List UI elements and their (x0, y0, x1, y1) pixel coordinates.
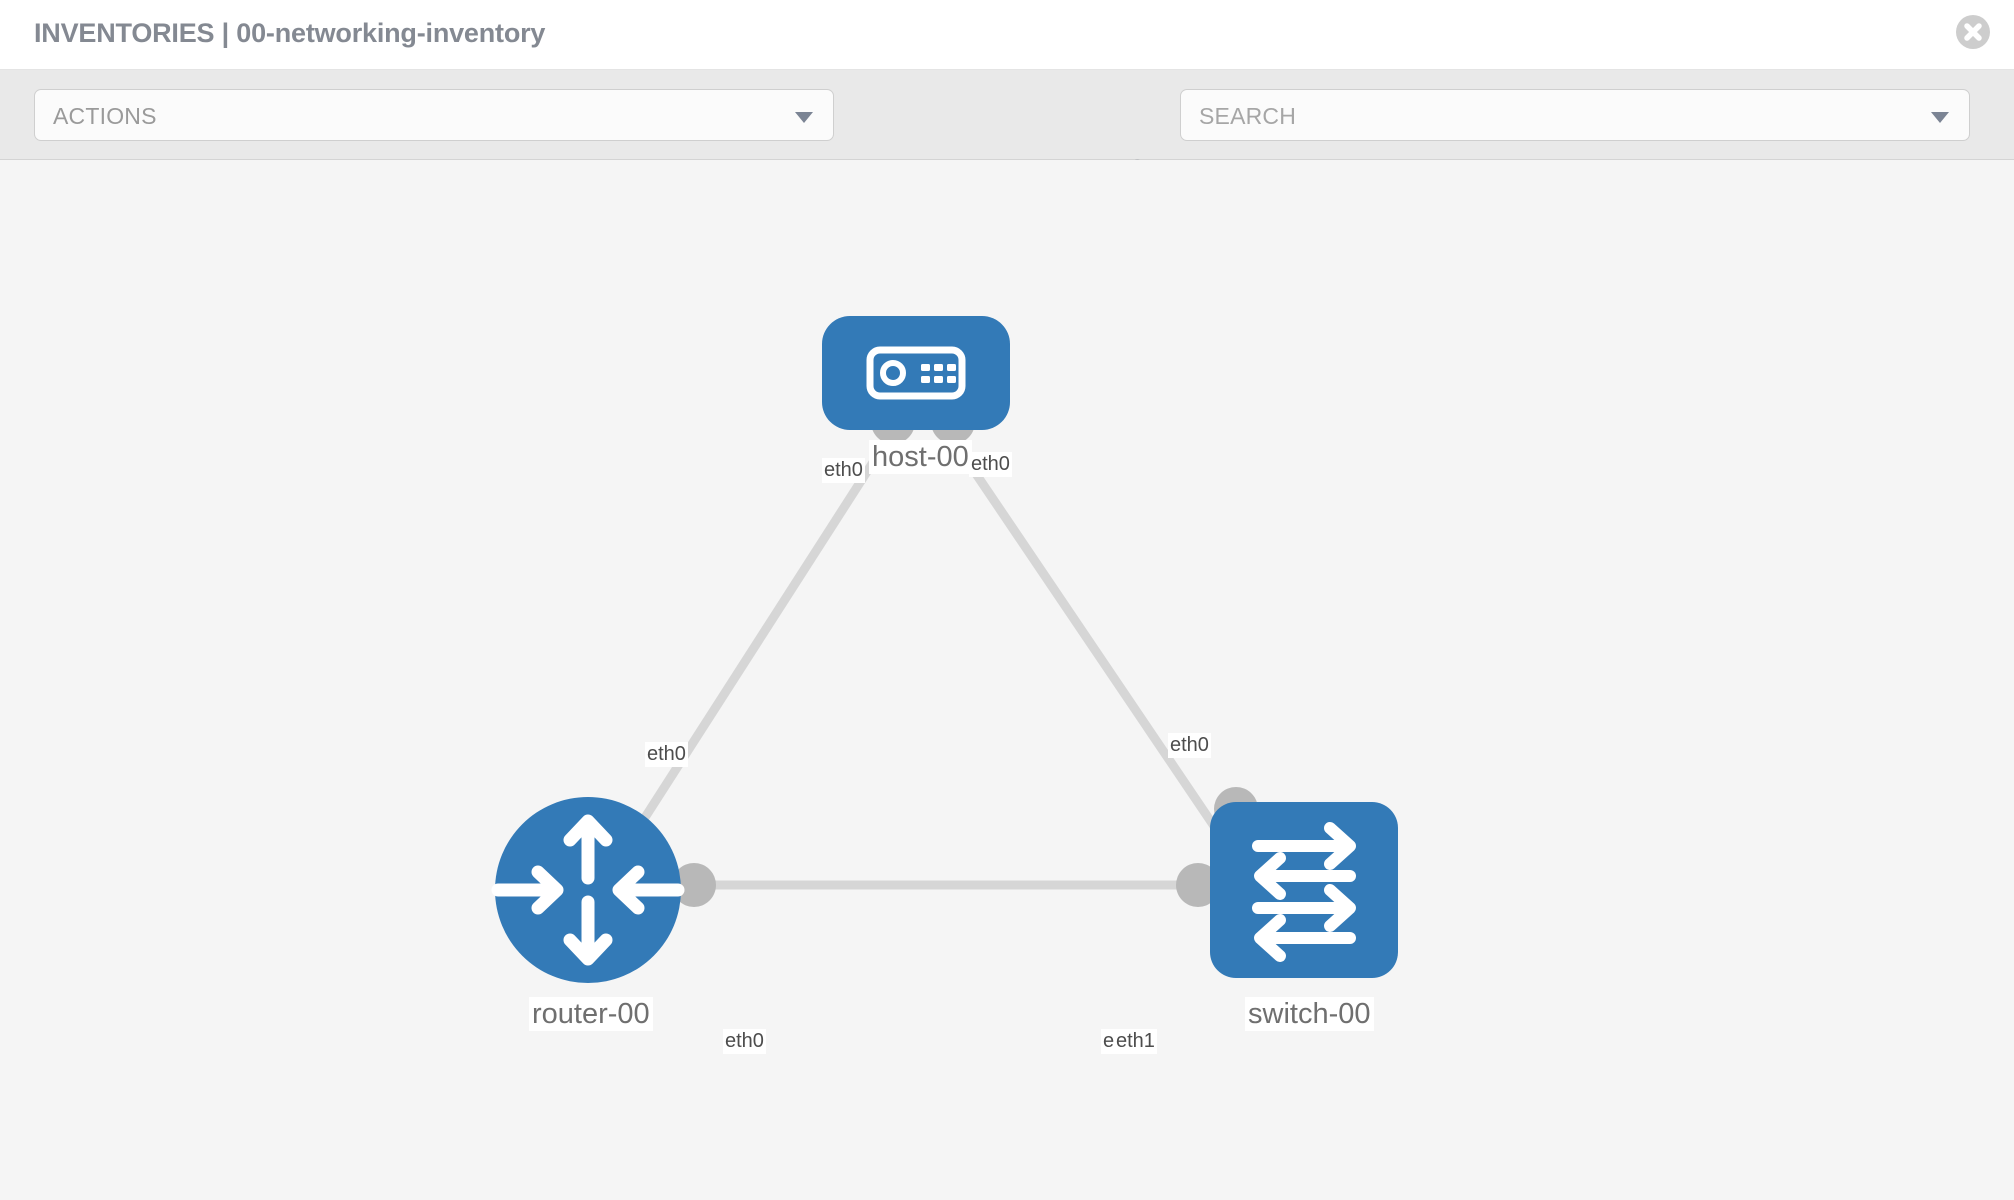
actions-dropdown-label: ACTIONS (53, 103, 157, 129)
page-title: INVENTORIES | 00-networking-inventory (34, 18, 546, 48)
chevron-down-icon[interactable] (1931, 112, 1949, 123)
iface-label-switch-eth1: eth1 (1114, 1029, 1157, 1054)
link-host-switch (941, 425, 1249, 875)
port-router-eth0-right (672, 863, 716, 907)
page-header: INVENTORIES | 00-networking-inventory (0, 0, 2014, 70)
topology-graph (491, 316, 1398, 983)
iface-label-host-eth0-left: eth0 (822, 458, 865, 483)
node-switch-00[interactable] (1210, 802, 1398, 978)
search-placeholder: SEARCH (1199, 103, 1297, 129)
toolbar: ACTIONS SEARCH (0, 70, 2014, 193)
node-host-00[interactable] (822, 316, 1010, 430)
iface-label-host-eth0-right: eth0 (969, 452, 1012, 477)
actions-dropdown[interactable]: ACTIONS (34, 89, 834, 141)
port-switch-eth1-left (1176, 863, 1220, 907)
node-label-host: host-00 (869, 440, 972, 474)
link-host-router (606, 425, 899, 875)
port-markers (672, 400, 1258, 907)
iface-label-switch-eth0-uplink: eth0 (1168, 733, 1211, 758)
chevron-down-icon (795, 112, 813, 123)
search-input[interactable]: SEARCH (1180, 89, 1970, 141)
node-label-switch: switch-00 (1245, 997, 1374, 1031)
node-label-router: router-00 (529, 997, 653, 1031)
node-router-00[interactable] (491, 797, 685, 983)
close-icon[interactable] (1956, 15, 1990, 49)
topology-canvas[interactable]: host-00 router-00 switch-00 eth0 eth0 et… (0, 160, 2014, 1200)
iface-label-router-eth0-uplink: eth0 (645, 742, 688, 767)
iface-label-router-eth0: eth0 (723, 1029, 766, 1054)
